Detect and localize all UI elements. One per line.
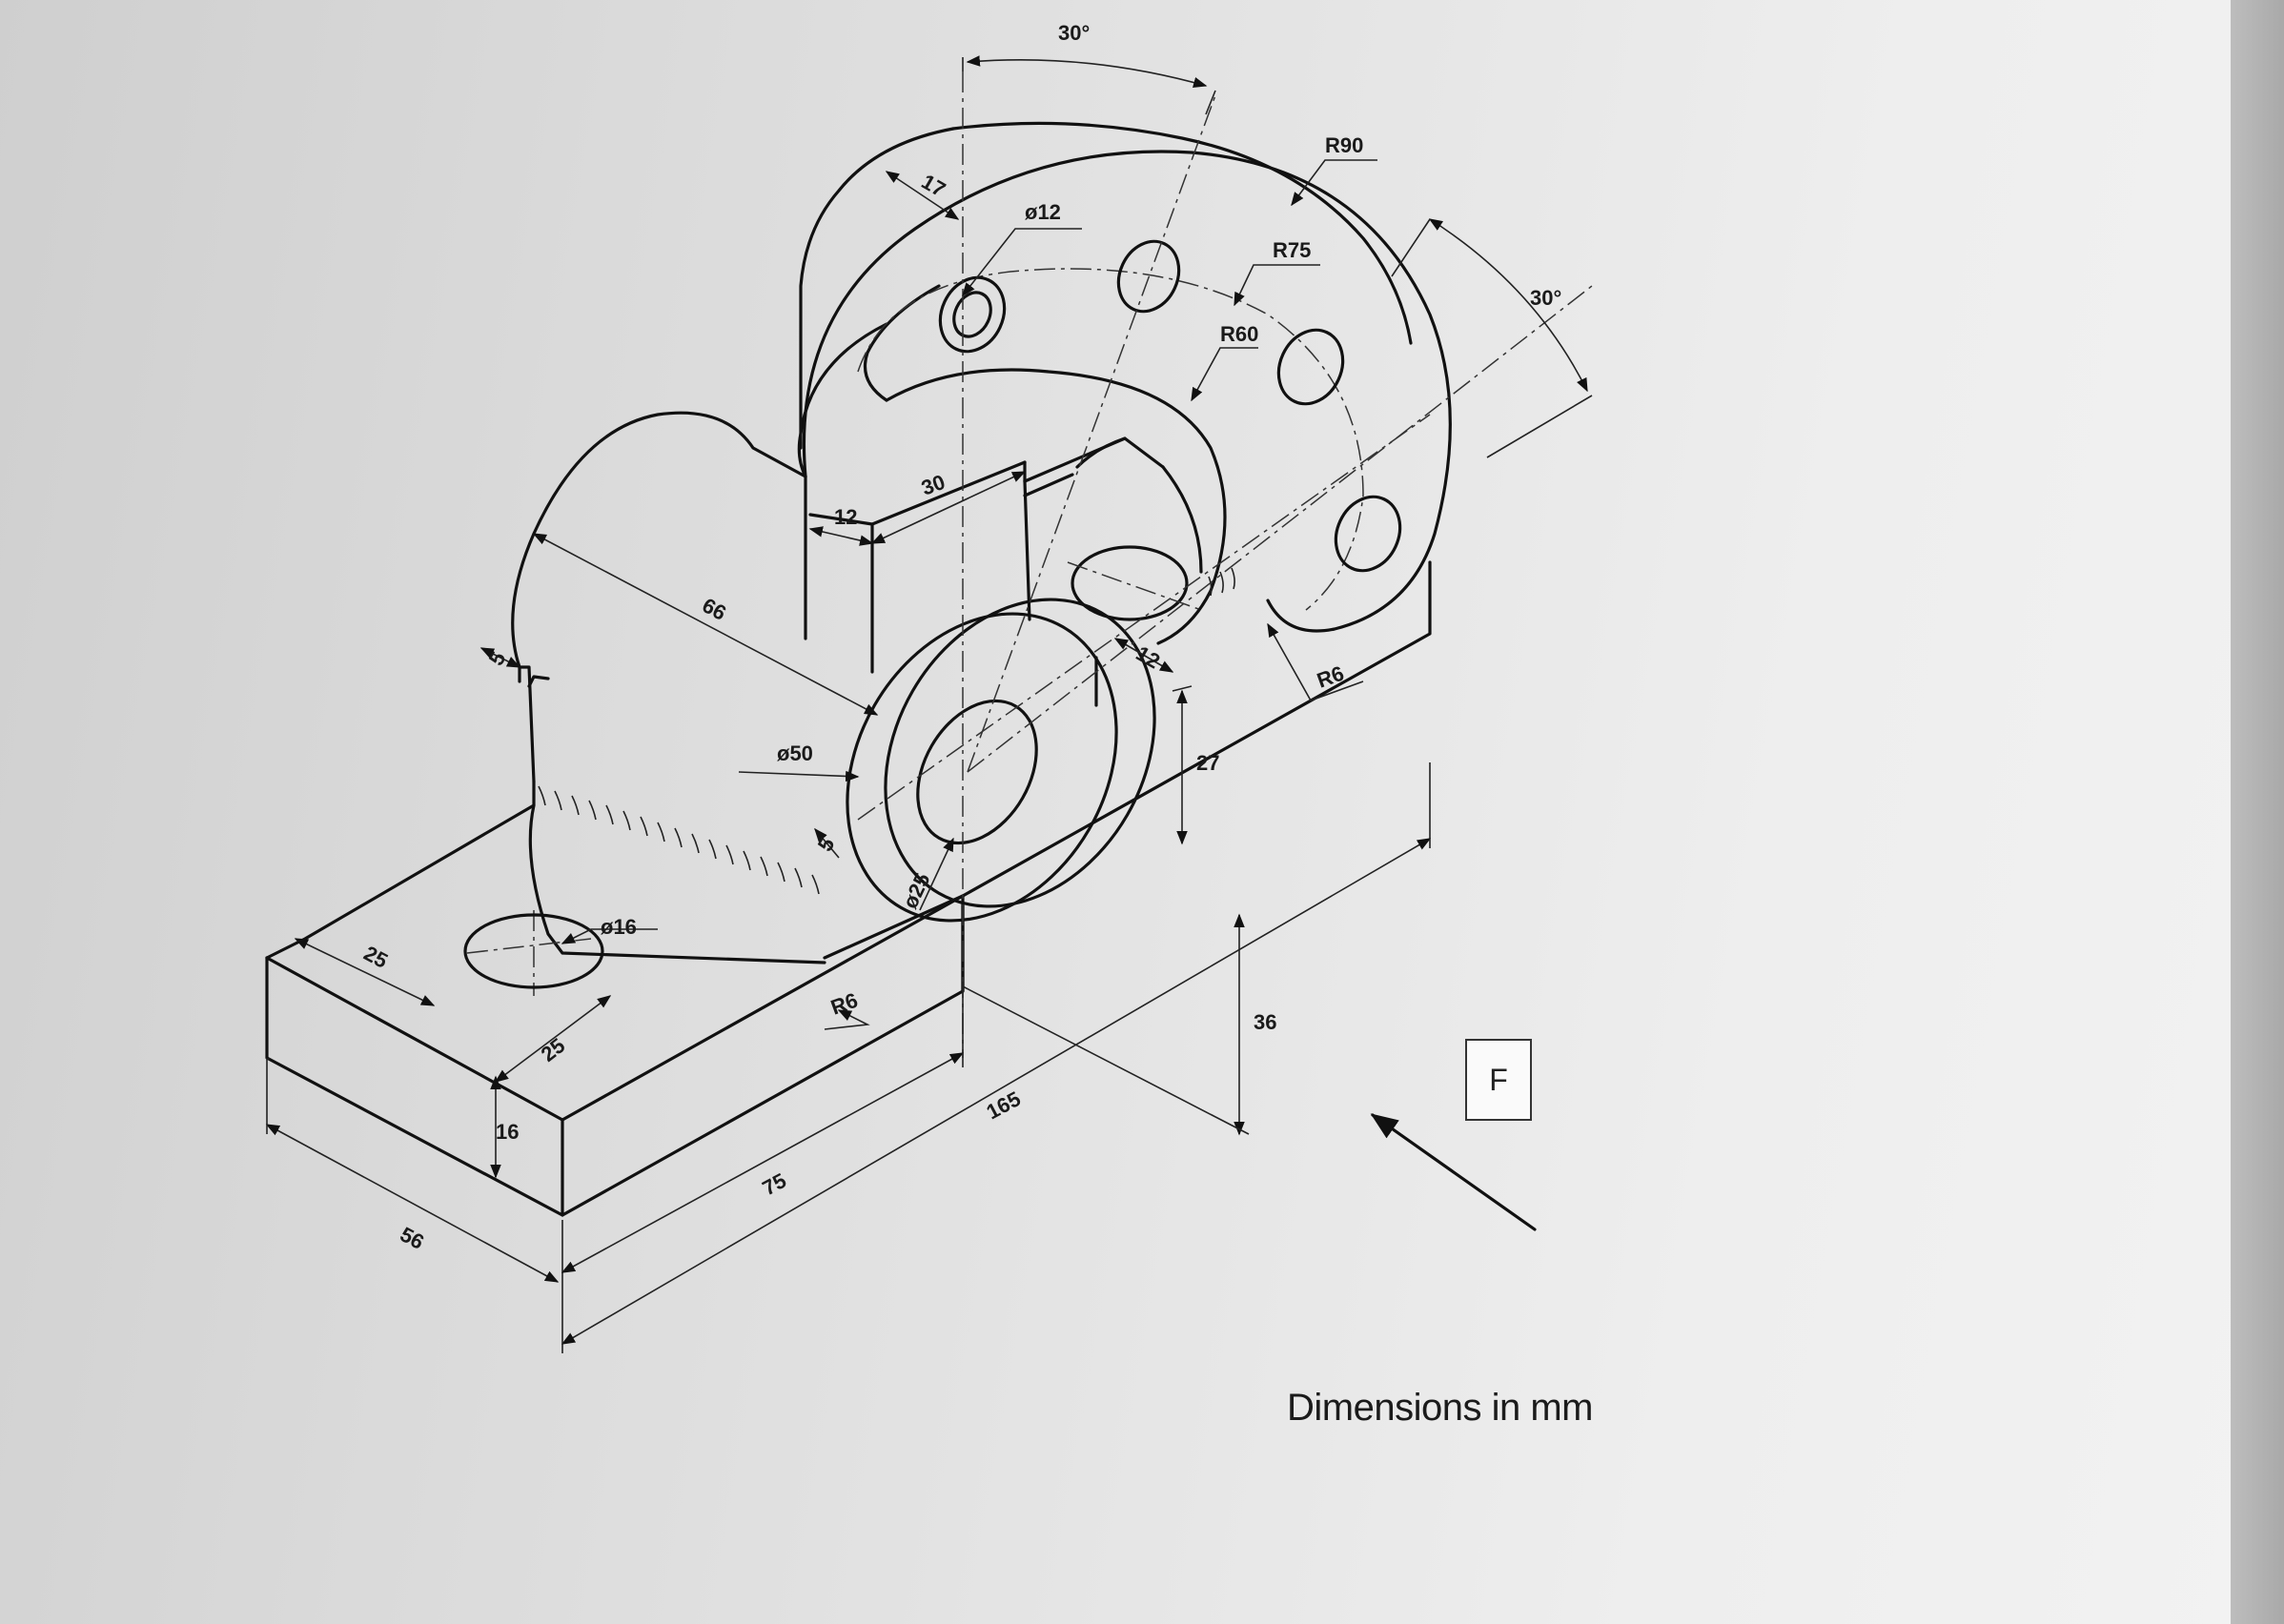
upright-plate: [511, 411, 820, 895]
dim-r90: R90: [1325, 133, 1363, 157]
central-walls: [804, 436, 1165, 707]
dim-dia25: ø25: [898, 869, 935, 912]
dim-r6-left: R6: [827, 988, 861, 1020]
dim-36: 36: [1254, 1010, 1276, 1034]
dim-16: 16: [496, 1120, 519, 1144]
dim-66: 66: [699, 593, 730, 625]
isometric-drawing: 30° 30° R90 R75 R60 R6 ø12 17 12 30 66 5…: [265, 21, 1593, 1353]
dim-r6-right: R6: [1314, 661, 1347, 693]
dim-25-diag: 25: [537, 1033, 570, 1066]
dim-right-angle: 30°: [1530, 286, 1561, 310]
dim-r75: R75: [1273, 238, 1311, 262]
dim-12-upper: 12: [834, 505, 857, 529]
dim-top-angle: 30°: [1058, 21, 1090, 45]
dim-5-upper: 5: [484, 647, 511, 669]
dim-75: 75: [759, 1168, 790, 1201]
dim-dia12: ø12: [1025, 200, 1061, 224]
dim-17: 17: [918, 170, 950, 202]
dimension-lines: [265, 55, 1593, 1353]
flange: [797, 121, 1452, 645]
boss: [846, 598, 1156, 923]
view-direction-label: F: [1465, 1039, 1532, 1121]
dim-5-lower: 5: [813, 833, 840, 855]
dim-dia16: ø16: [601, 915, 637, 939]
base-block: [265, 560, 1432, 1217]
dim-dia50: ø50: [777, 741, 813, 765]
dim-25-left: 25: [360, 941, 392, 973]
caption: Dimensions in mm: [1287, 1387, 1593, 1429]
dimension-labels: 30° 30° R90 R75 R60 R6 ø12 17 12 30 66 5…: [360, 21, 1562, 1254]
monitor-bezel: [2231, 0, 2284, 1624]
bolt-holes: [938, 239, 1402, 573]
web-hole: [1071, 545, 1189, 621]
dim-27: 27: [1196, 751, 1219, 775]
dim-r60: R60: [1220, 322, 1258, 346]
view-letter: F: [1489, 1062, 1508, 1097]
dim-56: 56: [397, 1222, 428, 1254]
dim-165: 165: [983, 1086, 1025, 1124]
